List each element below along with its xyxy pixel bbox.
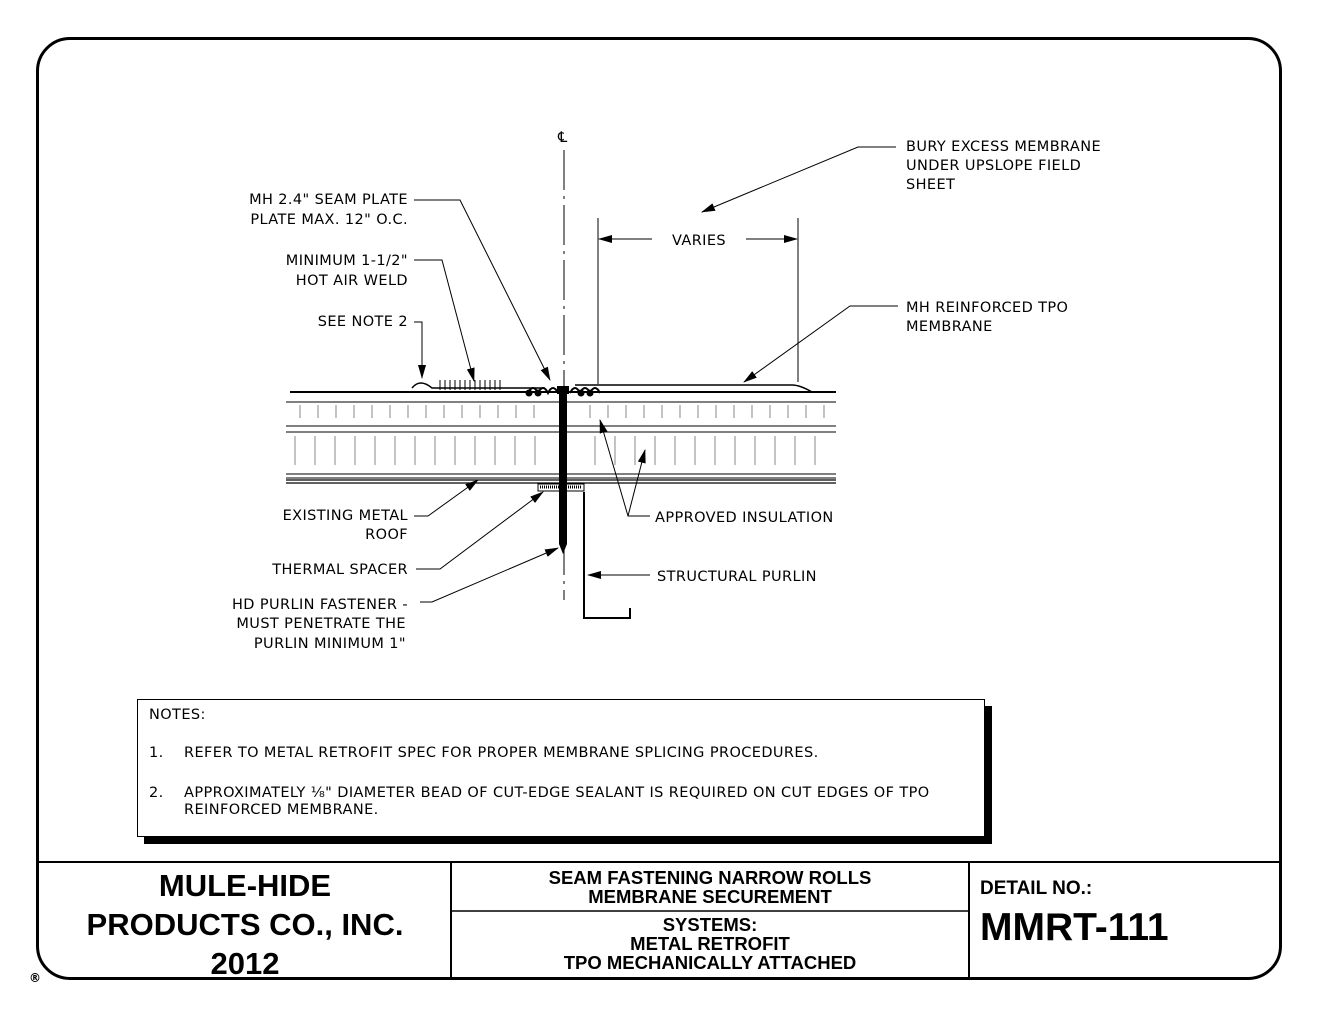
label-insulation: APPROVED INSULATION [655,510,834,526]
structural-purlin [583,492,631,619]
label-weld-width: MINIMUM 1-1/2" [286,253,408,269]
label-bury-membrane-2: UNDER UPSLOPE FIELD [906,158,1081,174]
centerline: ℄ [557,130,568,600]
systems-line: METAL RETROFIT [630,933,790,954]
seam-plate [525,387,601,397]
note-text: REFER TO METAL RETROFIT SPEC FOR PROPER … [184,745,819,761]
label-hot-air-weld: HOT AIR WELD [296,273,408,289]
company-name: MULE-HIDE PRODUCTS CO., INC. 2012 [40,866,450,983]
label-structural-purlin: STRUCTURAL PURLIN [657,569,817,585]
purlin-fastener [557,386,569,554]
detail-title: SEAM FASTENING NARROW ROLLS MEMBRANE SEC… [452,868,968,906]
systems-block: SYSTEMS: METAL RETROFIT TPO MECHANICALLY… [452,915,968,972]
company-name-line: MULE-HIDE [158,868,332,903]
label-purlin-fastener-2: MUST PENETRATE THE [236,616,406,632]
label-thermal-spacer: THERMAL SPACER [271,562,408,578]
drawing-sheet-border [36,37,1282,980]
label-metal-roof: EXISTING METAL [283,508,408,524]
registered-mark: ® [29,971,41,985]
detail-title-line: SEAM FASTENING NARROW ROLLS [548,867,872,888]
label-tpo-membrane-2: MEMBRANE [906,319,993,335]
label-purlin-fastener-3: PURLIN MINIMUM 1" [254,636,406,652]
label-varies: VARIES [672,233,726,249]
note-number: 2. [149,785,164,801]
notes-box: NOTES: 1. REFER TO METAL RETROFIT SPEC F… [137,699,985,837]
detail-number: MMRT-111 [980,906,1169,949]
label-see-note: SEE NOTE 2 [318,314,408,330]
label-tpo-membrane: MH REINFORCED TPO [906,300,1068,316]
varies-dimension [597,218,799,384]
systems-label: SYSTEMS: [662,914,758,935]
centerline-symbol: ℄ [557,130,568,146]
label-metal-roof-2: ROOF [365,527,408,543]
company-year: 2012 [210,946,280,981]
label-purlin-fastener: HD PURLIN FASTENER - [232,597,408,613]
notes-title: NOTES: [149,707,206,723]
leader-lines [414,146,898,603]
label-bury-membrane: BURY EXCESS MEMBRANE [906,139,1101,155]
detail-number-label: DETAIL NO.: [980,878,1093,899]
label-seam-plate: MH 2.4" SEAM PLATE [249,192,408,208]
label-seam-plate-spacing: PLATE MAX. 12" O.C. [250,212,408,228]
systems-line: TPO MECHANICALLY ATTACHED [563,952,857,973]
note-number: 1. [149,745,164,761]
note-text: APPROXIMATELY ⅛" DIAMETER BEAD OF CUT-ED… [184,785,930,818]
company-name-line: PRODUCTS CO., INC. [86,907,404,942]
callout-labels: MH 2.4" SEAM PLATE PLATE MAX. 12" O.C. M… [232,139,1101,652]
title-block-grid [38,861,1282,980]
detail-title-line: MEMBRANE SECUREMENT [588,886,832,907]
label-bury-membrane-3: SHEET [906,177,955,193]
